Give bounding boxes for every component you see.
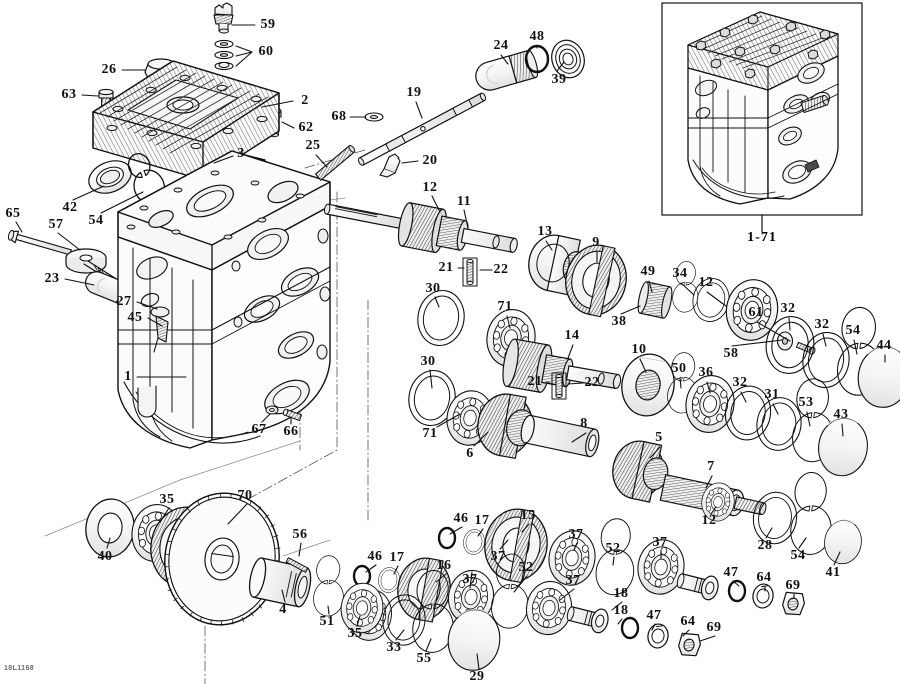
callout-64a: 64	[756, 570, 772, 585]
callout-2: 2	[301, 93, 309, 108]
callout-70: 70	[237, 488, 253, 503]
callout-36: 36	[698, 365, 714, 380]
callout-7: 7	[707, 459, 715, 474]
callout-54c: 54	[790, 548, 806, 563]
callout-37d: 37	[462, 572, 478, 587]
callout-65: 65	[5, 206, 21, 221]
callout-67: 67	[251, 422, 267, 437]
callout-60: 60	[258, 44, 274, 59]
callout-23: 23	[44, 271, 60, 286]
callout-54b: 54	[845, 323, 861, 338]
callout-12c: 12	[701, 513, 717, 528]
callout-32b: 32	[814, 317, 830, 332]
callout-1: 1	[124, 369, 132, 384]
callout-18b: 18	[613, 603, 629, 618]
callout-52a: 52	[605, 541, 621, 556]
callout-50: 50	[671, 361, 687, 376]
callout-16: 16	[436, 558, 452, 573]
callout-17a: 17	[474, 513, 490, 528]
callout-18a: 18	[613, 586, 629, 601]
callout-37e: 37	[565, 573, 581, 588]
callout-49: 49	[640, 264, 656, 279]
callout-22a: 22	[493, 262, 509, 277]
callout-11: 11	[456, 194, 472, 209]
callout-34: 34	[672, 266, 688, 281]
callout-58: 58	[723, 346, 739, 361]
callout-35b: 35	[347, 626, 363, 641]
callout-26: 26	[101, 62, 117, 77]
callout-53: 53	[798, 395, 814, 410]
callout-69a: 69	[785, 578, 801, 593]
callout-14: 14	[564, 328, 580, 343]
callout-42: 42	[62, 200, 78, 215]
callout-66: 66	[283, 424, 299, 439]
callout-32a: 32	[780, 301, 796, 316]
callout-27: 27	[116, 294, 132, 309]
callout-63: 63	[61, 87, 77, 102]
callout-33: 33	[386, 640, 402, 655]
callout-37a: 37	[490, 549, 506, 564]
callout-29: 29	[469, 669, 485, 684]
callout-37b: 37	[568, 527, 584, 542]
callout-57: 57	[48, 217, 64, 232]
callout-22b: 22	[584, 375, 600, 390]
callout-35a: 35	[159, 492, 175, 507]
callout-55: 55	[416, 651, 432, 666]
callout-68: 68	[331, 109, 347, 124]
callout-24: 24	[493, 38, 509, 53]
callout-37c: 37	[652, 535, 668, 550]
callout-6: 6	[466, 446, 474, 461]
callout-15: 15	[520, 508, 536, 523]
callout-25: 25	[305, 138, 321, 153]
callout-19: 19	[406, 85, 422, 100]
callout-54: 54	[88, 213, 104, 228]
callout-41: 41	[825, 565, 841, 580]
callout-28: 28	[757, 538, 773, 553]
callout-31: 31	[764, 387, 780, 402]
callout-44: 44	[876, 338, 892, 353]
callout-13: 13	[537, 224, 553, 239]
callout-48: 48	[529, 29, 545, 44]
callout-46b: 46	[367, 549, 383, 564]
callout-61: 61	[748, 305, 764, 320]
callout-40: 40	[97, 549, 113, 564]
callout-3: 3	[237, 146, 245, 161]
callout-9: 9	[592, 235, 600, 250]
diagram-reference-code: 18L1168	[4, 665, 35, 672]
callout-39: 39	[551, 72, 567, 87]
callout-51: 51	[319, 614, 335, 629]
callout-4: 4	[279, 602, 287, 617]
callout-69b: 69	[706, 620, 722, 635]
callout-21b: 21	[527, 374, 543, 389]
callout-38: 38	[611, 314, 627, 329]
callout-8: 8	[580, 416, 588, 431]
callout-52b: 52	[518, 560, 534, 575]
callout-12b: 12	[698, 275, 714, 290]
callout-20: 20	[422, 153, 438, 168]
callout-64b: 64	[680, 614, 696, 629]
callout-71b: 71	[422, 426, 438, 441]
callout-5: 5	[655, 430, 663, 445]
inset-label: 1-71	[747, 230, 777, 245]
callout-10: 10	[631, 342, 647, 357]
callout-21a: 21	[438, 260, 454, 275]
callout-47b: 47	[646, 608, 662, 623]
callout-45: 45	[127, 310, 143, 325]
callout-46a: 46	[453, 511, 469, 526]
callout-43: 43	[833, 407, 849, 422]
callout-30a: 30	[425, 281, 441, 296]
callout-47a: 47	[723, 565, 739, 580]
callout-30b: 30	[420, 354, 436, 369]
callout-71a: 71	[497, 299, 513, 314]
callout-59: 59	[260, 17, 276, 32]
callout-62: 62	[298, 120, 314, 135]
callout-56: 56	[292, 527, 308, 542]
callout-17b: 17	[389, 550, 405, 565]
callout-12a: 12	[422, 180, 438, 195]
callout-32c: 32	[732, 375, 748, 390]
